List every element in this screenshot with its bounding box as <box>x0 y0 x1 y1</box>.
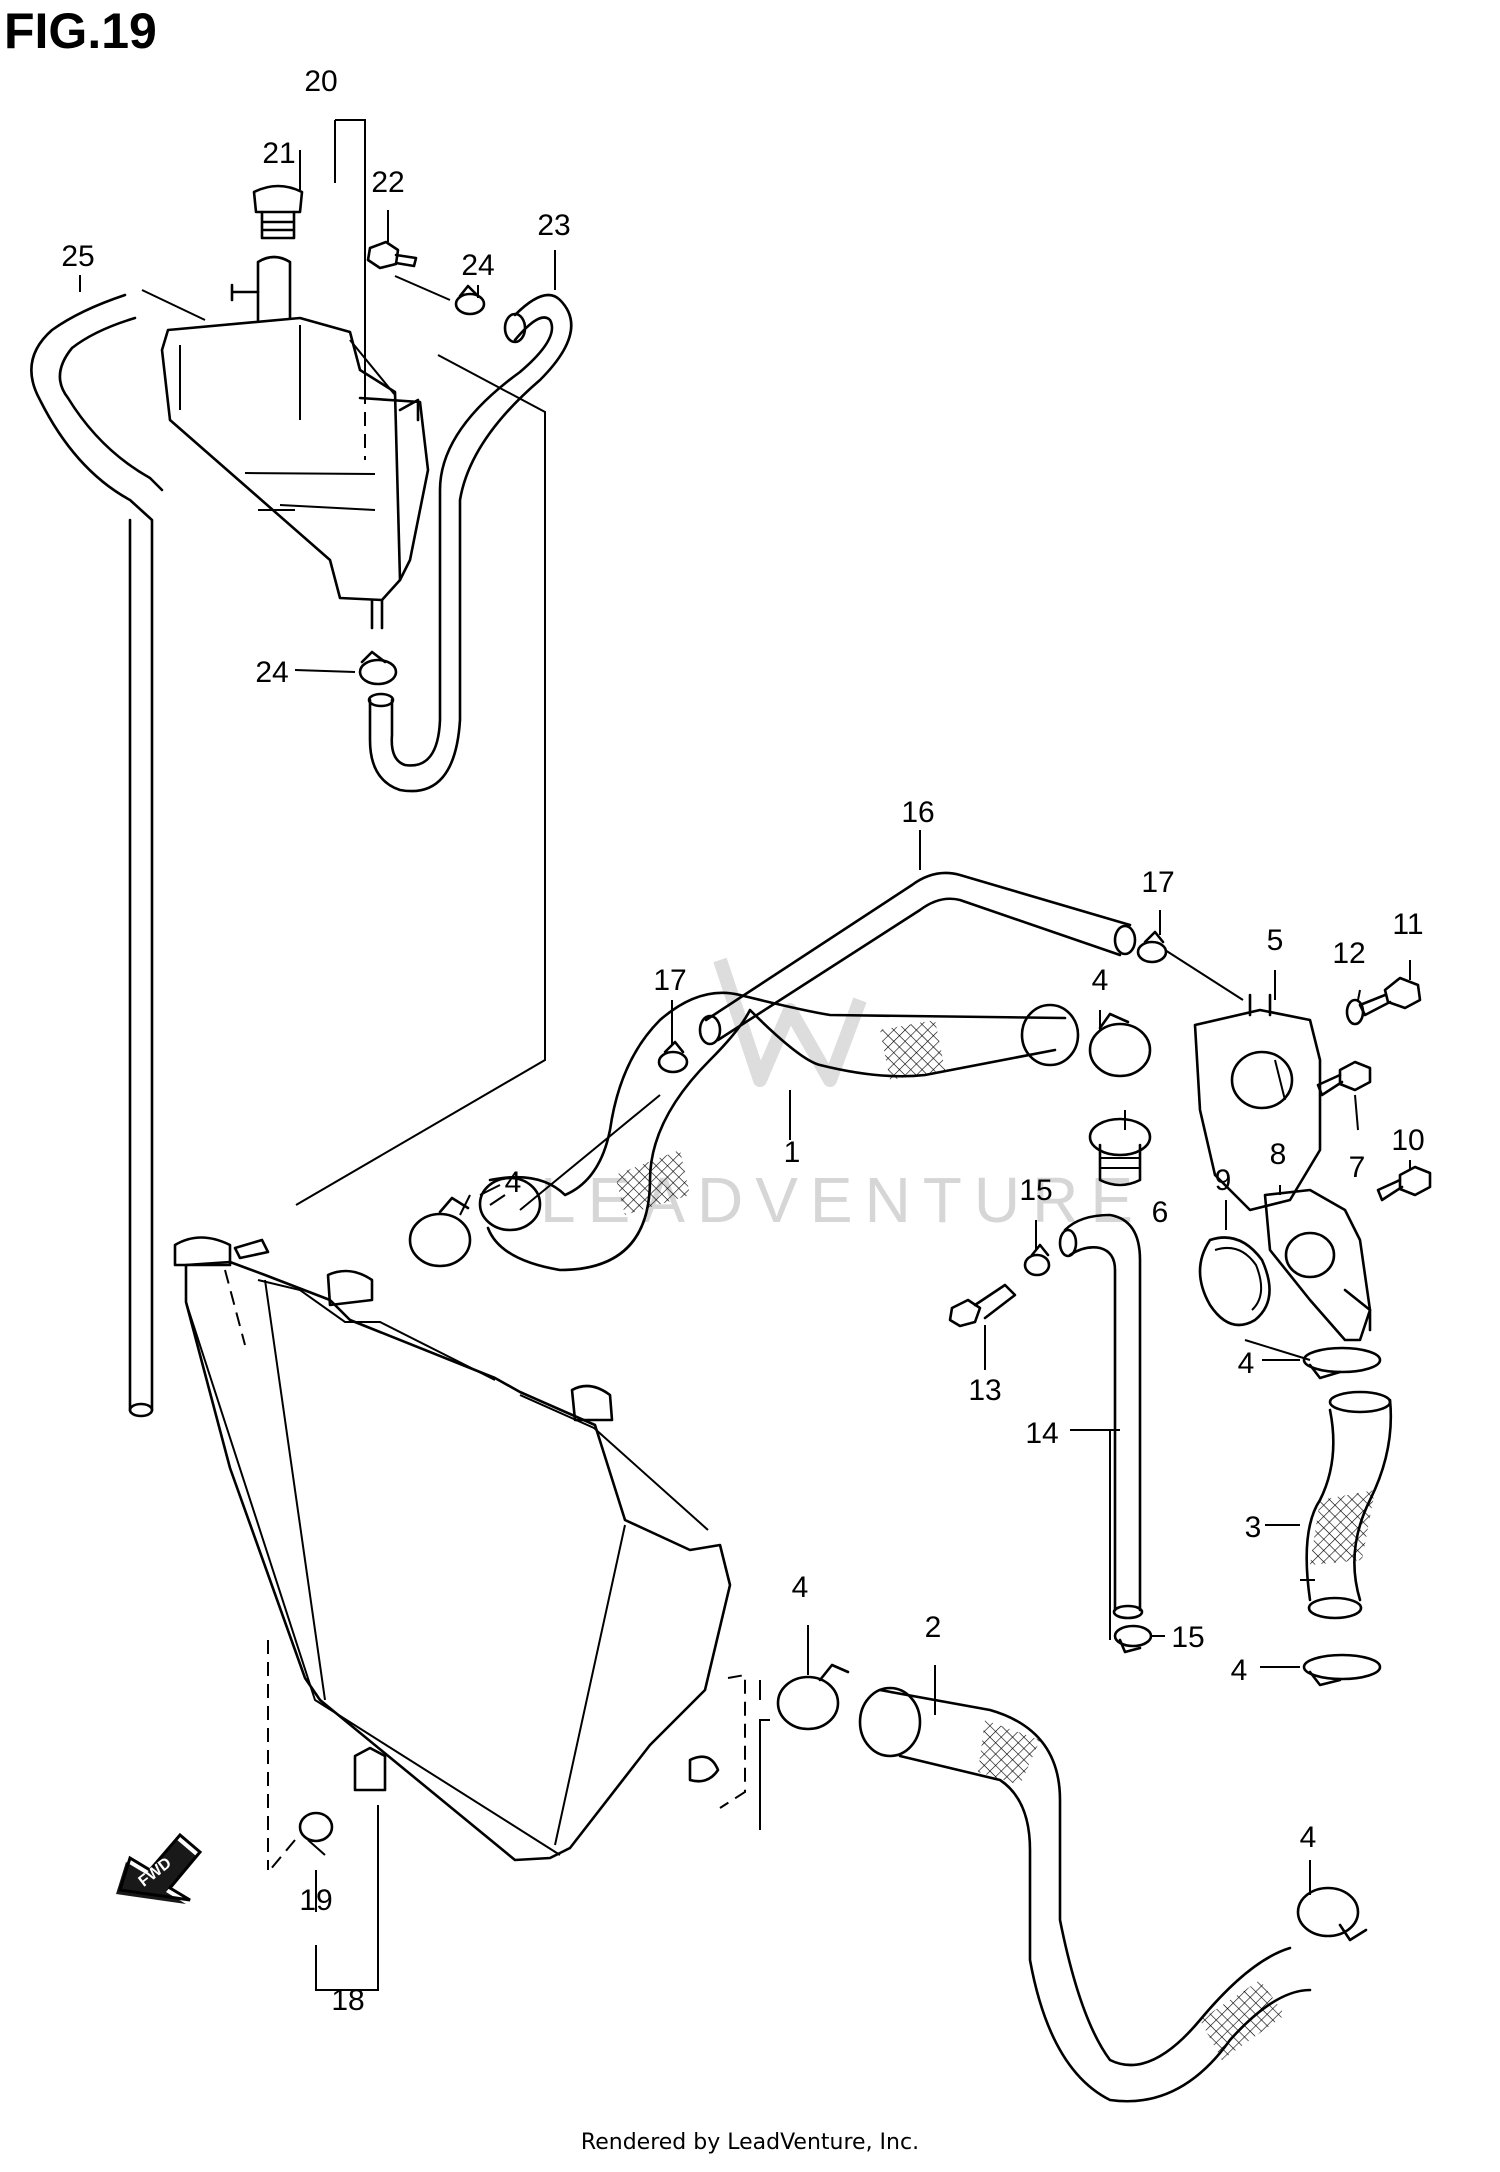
thermostat-cover <box>1193 993 1322 1212</box>
clamp-15-upper <box>1023 1243 1051 1277</box>
callout-11: 11 <box>1392 908 1423 941</box>
radiator <box>173 1236 732 1862</box>
callout-19: 19 <box>299 1884 332 1917</box>
clamp-4-e <box>776 1663 850 1731</box>
clamp-4-b <box>1088 1012 1152 1078</box>
callout-18: 18 <box>331 1984 364 2017</box>
o-ring-9 <box>1198 1236 1271 1327</box>
bolt-22 <box>366 240 418 270</box>
bolt-11 <box>1358 976 1422 1017</box>
callout-15a: 15 <box>1019 1174 1052 1207</box>
callout-22: 22 <box>371 166 404 199</box>
callout-13: 13 <box>968 1374 1001 1407</box>
callout-16: 16 <box>901 796 934 829</box>
callout-1: 1 <box>784 1136 801 1169</box>
callout-4f: 4 <box>1300 1821 1317 1854</box>
callout-17b: 17 <box>1141 866 1174 899</box>
callout-24a: 24 <box>461 249 494 282</box>
figure-title: FIG.19 <box>4 3 157 59</box>
callout-8: 8 <box>1270 1138 1287 1171</box>
callout-10: 10 <box>1391 1124 1424 1157</box>
clamp-4-d <box>1302 1653 1382 1687</box>
radiator-hose-1 <box>478 991 1080 1272</box>
radiator-hose-3 <box>1305 1390 1393 1620</box>
hose-14 <box>1058 1213 1144 1620</box>
callout-4a: 4 <box>505 1166 522 1199</box>
o-ring-19 <box>298 1811 334 1843</box>
callout-25: 25 <box>61 240 94 273</box>
clamp-24-lower <box>358 650 398 686</box>
bolt-7 <box>1316 1060 1372 1097</box>
callout-14: 14 <box>1025 1417 1058 1450</box>
callout-5: 5 <box>1267 924 1284 957</box>
callout-12: 12 <box>1332 937 1365 970</box>
washer-12 <box>1345 998 1365 1026</box>
clamp-15-lower <box>1113 1624 1153 1654</box>
rendered-by-footer: Rendered by LeadVenture, Inc. <box>580 2130 920 2155</box>
clamp-4-c <box>1302 1346 1382 1380</box>
callout-24b: 24 <box>255 656 288 689</box>
callout-23: 23 <box>537 209 570 242</box>
bolt-10 <box>1376 1165 1432 1202</box>
clamp-4-a <box>408 1196 472 1268</box>
callout-21: 21 <box>262 137 295 170</box>
clamp-4-f <box>1296 1886 1368 1942</box>
callout-4b: 4 <box>1092 964 1109 997</box>
callout-15b: 15 <box>1171 1621 1204 1654</box>
clamp-17-left <box>657 1040 689 1074</box>
overflow-hose-25 <box>30 293 164 1418</box>
water-outlet <box>1263 1188 1372 1342</box>
callout-9: 9 <box>1215 1164 1232 1197</box>
callout-6: 6 <box>1152 1196 1169 1229</box>
hose-23 <box>367 293 573 793</box>
callout-4e: 4 <box>792 1571 809 1604</box>
fitting-13 <box>948 1283 1017 1328</box>
callout-17a: 17 <box>653 964 686 997</box>
clamp-24-upper <box>454 284 486 316</box>
callout-4c: 4 <box>1238 1347 1255 1380</box>
reservoir-tank <box>160 255 430 630</box>
reservoir-cap <box>252 184 304 240</box>
bypass-hose-16 <box>698 871 1137 1046</box>
callout-3: 3 <box>1245 1511 1262 1544</box>
radiator-hose-2 <box>858 1686 1312 2103</box>
callout-4d: 4 <box>1231 1654 1248 1687</box>
thermostat <box>1088 1117 1152 1187</box>
callout-20: 20 <box>304 65 337 98</box>
callout-2: 2 <box>925 1611 942 1644</box>
clamp-17-right <box>1136 930 1168 964</box>
fwd-direction-arrow: FWD <box>116 1832 203 1904</box>
callout-7: 7 <box>1349 1151 1366 1184</box>
